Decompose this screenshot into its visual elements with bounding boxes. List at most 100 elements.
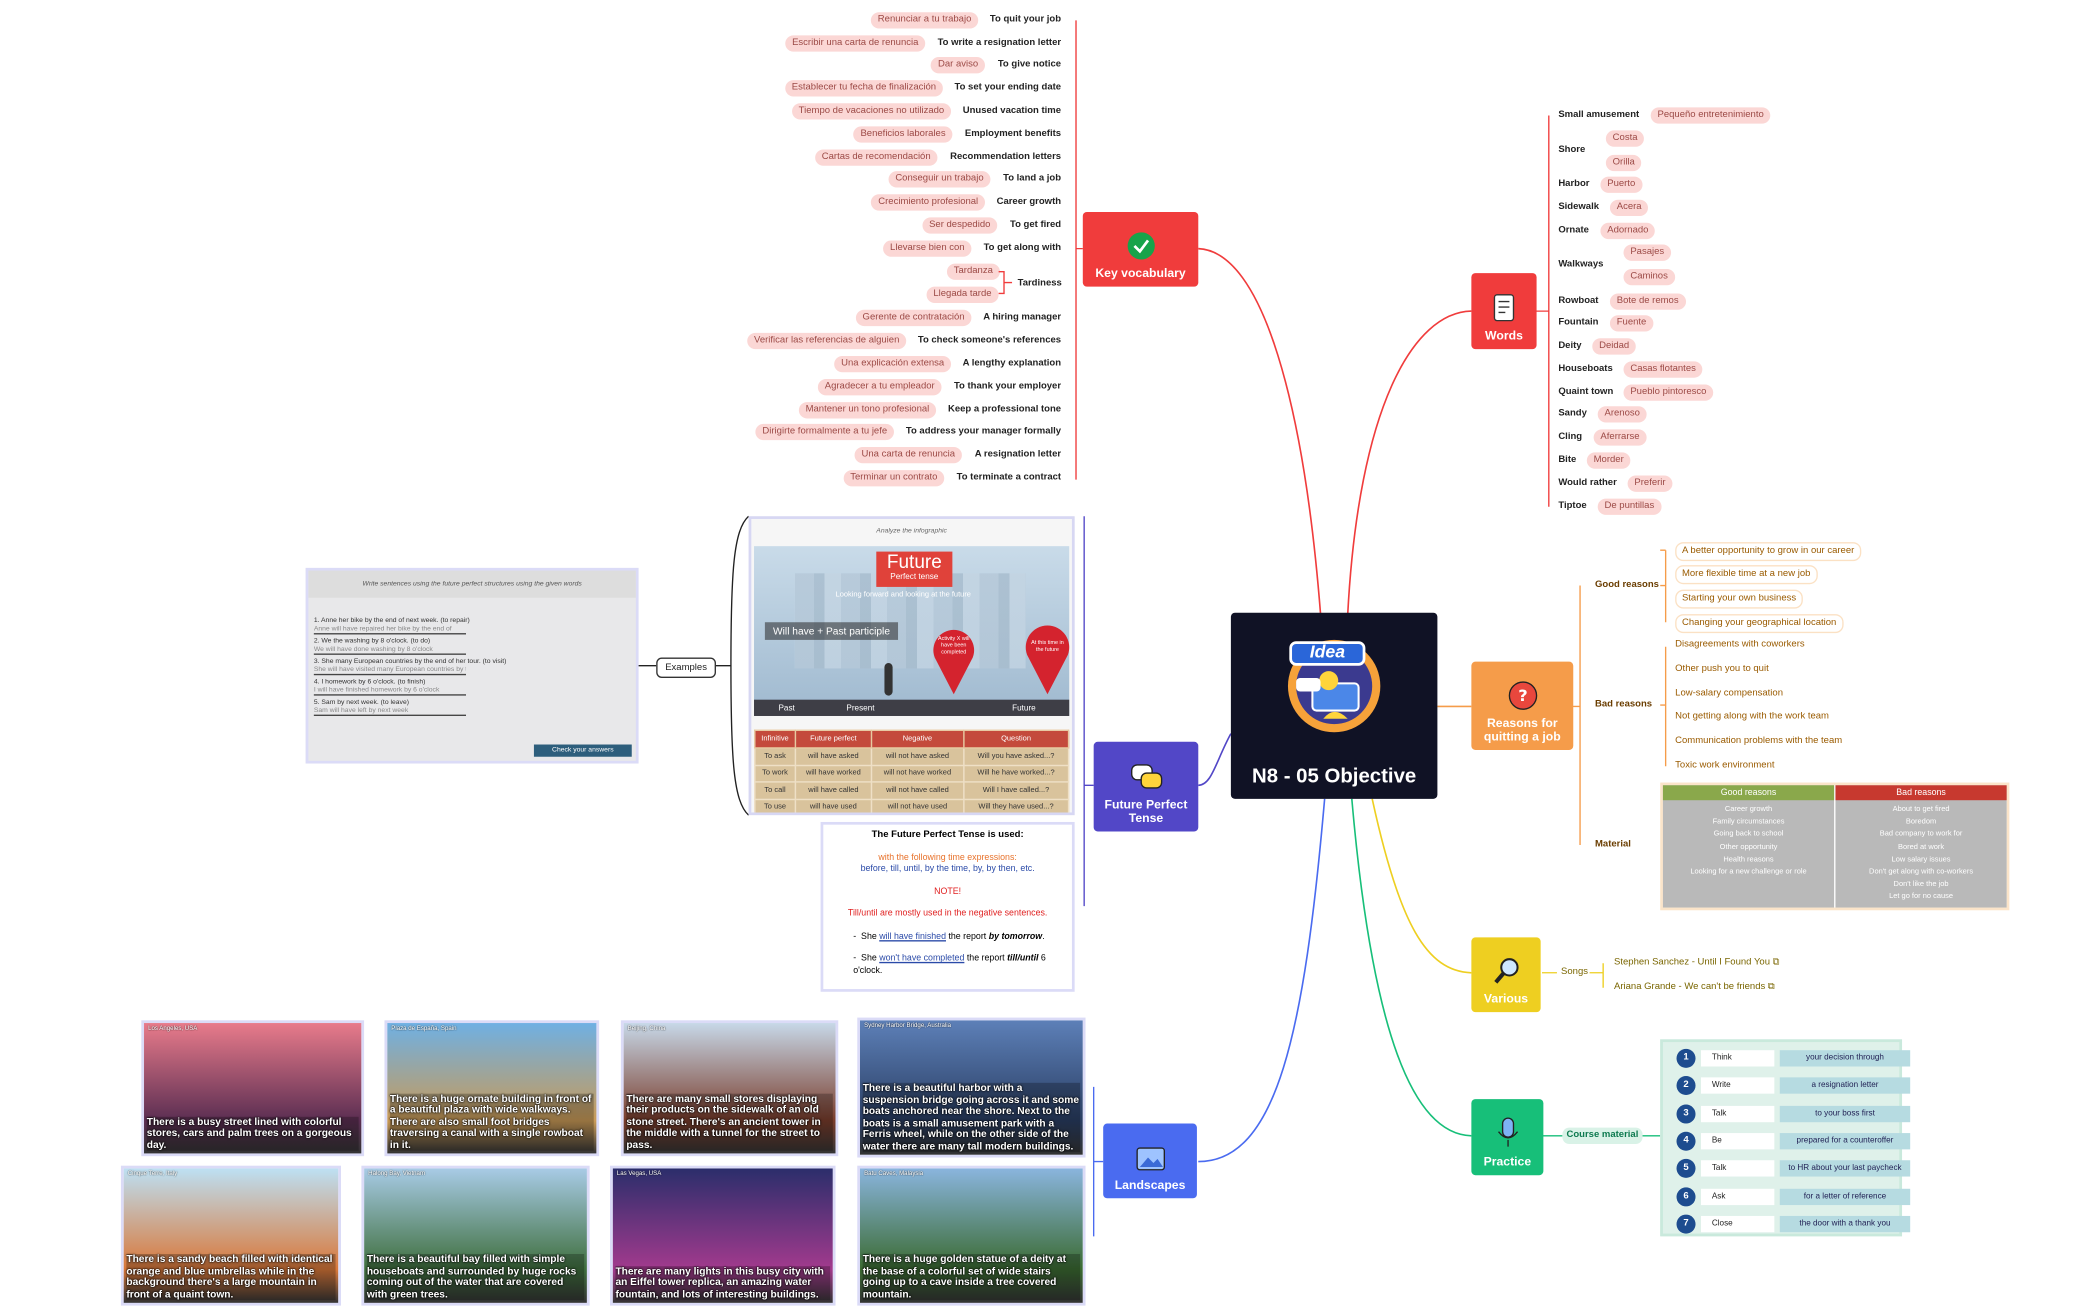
worksheet-answer-field[interactable]: Sam will have left by next week — [313, 706, 466, 716]
vocab-es-item[interactable]: Ser despedido — [922, 217, 998, 234]
vocab-en-item[interactable]: Employment benefits — [964, 129, 1062, 139]
external-link-icon[interactable]: ⧉ — [1772, 957, 1780, 968]
word-en-item[interactable]: Shore — [1558, 145, 1586, 155]
vocab-en-item[interactable]: Unused vacation time — [962, 105, 1062, 116]
vocab-en-item[interactable]: To thank your employer — [953, 381, 1062, 392]
vocab-es-item[interactable]: Gerente de contratación — [855, 309, 972, 327]
vocab-es-item[interactable]: Conseguir un trabajo — [888, 171, 991, 188]
word-es-item[interactable]: Fuente — [1609, 315, 1654, 332]
vocab-es-item[interactable]: Escribir una carta de renuncia — [785, 35, 926, 52]
word-en-item[interactable]: Small amusement — [1558, 110, 1640, 120]
songs-label[interactable]: Songs — [1561, 967, 1589, 977]
vocab-en-item[interactable]: A resignation letter — [974, 449, 1062, 460]
topic-future-perfect[interactable]: Future Perfect Tense — [1093, 741, 1199, 832]
word-es-item[interactable]: Bote de remos — [1609, 293, 1686, 310]
worksheet-answer-field[interactable]: She will have visited many European coun… — [313, 665, 466, 676]
good-reason-item[interactable]: Starting your own business — [1675, 589, 1803, 609]
vocab-en-item[interactable]: To address your manager formally — [905, 426, 1062, 437]
vocab-es-item[interactable]: Agradecer a tu empleador — [817, 379, 942, 396]
word-es-item[interactable]: Preferir — [1627, 475, 1673, 492]
worksheet-answer-field[interactable]: I will have finished homework by 6 o'clo… — [313, 686, 466, 696]
practice-phrase[interactable]: prepared for a counteroffer — [1779, 1132, 1911, 1150]
vocab-es-item[interactable]: Una explicación extensa — [834, 355, 952, 373]
vocab-en-item[interactable]: To set your ending date — [954, 82, 1062, 93]
vocab-en-tardiness[interactable]: Tardiness — [1017, 278, 1062, 289]
vocab-en-item[interactable]: To land a job — [1003, 173, 1062, 184]
practice-phrase[interactable]: a resignation letter — [1779, 1077, 1911, 1095]
vocab-es-item[interactable]: Crecimiento profesional — [871, 194, 985, 211]
word-es-item[interactable]: Orilla — [1605, 154, 1642, 172]
word-en-item[interactable]: Tiptoe — [1558, 501, 1587, 511]
word-es-item[interactable]: Pasajes — [1623, 244, 1671, 261]
vocab-es-item[interactable]: Beneficios laborales — [853, 126, 953, 143]
bad-reason-item[interactable]: Toxic work environment — [1675, 760, 1775, 771]
vocab-en-item[interactable]: A hiring manager — [983, 312, 1062, 322]
word-es-item[interactable]: Morder — [1586, 452, 1631, 469]
word-en-item[interactable]: Ornate — [1558, 225, 1589, 236]
word-en-item[interactable]: Bite — [1558, 455, 1577, 465]
bad-reason-item[interactable]: Disagreements with coworkers — [1675, 639, 1805, 650]
practice-phrase[interactable]: to HR about your last paycheck — [1779, 1160, 1911, 1177]
topic-key-vocabulary[interactable]: Key vocabulary — [1082, 211, 1199, 287]
word-es-item[interactable]: Pequeño entretenimiento — [1650, 107, 1771, 124]
word-es-item[interactable]: Caminos — [1623, 269, 1675, 286]
central-topic[interactable]: Idea N8 - 05 Objective — [1230, 612, 1438, 799]
topic-reasons-quitting[interactable]: ? Reasons for quitting a job — [1471, 661, 1574, 750]
word-es-item[interactable]: Puerto — [1600, 176, 1643, 193]
vocab-en-item[interactable]: To write a resignation letter — [937, 38, 1062, 48]
song-1[interactable]: Stephen Sanchez - Until I Found You ⧉ — [1609, 955, 1785, 971]
material-label[interactable]: Material — [1594, 839, 1631, 850]
worksheet-answer-field[interactable]: Anne will have repaired her bike by the … — [313, 625, 466, 635]
vocab-en-item[interactable]: To terminate a contract — [956, 472, 1062, 483]
examples-node[interactable]: Examples — [656, 657, 716, 678]
vocab-es-llegada-tarde[interactable]: Llegada tarde — [926, 286, 999, 303]
word-es-item[interactable]: Deidad — [1592, 338, 1637, 355]
word-es-item[interactable]: Adornado — [1600, 222, 1656, 240]
vocab-es-item[interactable]: Mantener un tono profesional — [798, 402, 937, 419]
word-en-item[interactable]: Cling — [1558, 432, 1583, 442]
practice-phrase[interactable]: to your boss first — [1779, 1105, 1911, 1122]
practice-verb[interactable]: Write — [1700, 1077, 1775, 1095]
practice-phrase[interactable]: your decision through — [1779, 1050, 1911, 1067]
external-link-icon[interactable]: ⧉ — [1767, 982, 1775, 992]
vocab-en-item[interactable]: A lengthy explanation — [962, 358, 1062, 369]
vocab-en-item[interactable]: To check someone's references — [917, 335, 1062, 346]
word-en-item[interactable]: Fountain — [1558, 317, 1599, 328]
word-es-item[interactable]: Arenoso — [1597, 406, 1647, 423]
word-es-item[interactable]: Pueblo pintoresco — [1623, 384, 1714, 401]
bad-reason-item[interactable]: Communication problems with the team — [1675, 736, 1843, 746]
good-reason-item[interactable]: A better opportunity to grow in our care… — [1675, 542, 1862, 562]
vocab-es-tardanza[interactable]: Tardanza — [946, 263, 1000, 280]
bad-reasons-label[interactable]: Bad reasons — [1594, 699, 1653, 710]
word-en-item[interactable]: Houseboats — [1558, 364, 1613, 374]
song-2[interactable]: Ariana Grande - We can't be friends ⧉ — [1609, 980, 1781, 996]
course-material-label[interactable]: Course material — [1562, 1127, 1643, 1144]
topic-various[interactable]: Various — [1471, 937, 1541, 1013]
word-en-item[interactable]: Deity — [1558, 341, 1582, 351]
vocab-es-item[interactable]: Llevarse bien con — [883, 240, 972, 257]
good-reasons-label[interactable]: Good reasons — [1594, 580, 1659, 590]
word-en-item[interactable]: Harbor — [1558, 179, 1590, 189]
worksheet-answer-field[interactable]: We will have done washing by 8 o'clock — [313, 645, 466, 655]
vocab-en-item[interactable]: To get fired — [1009, 220, 1062, 230]
practice-phrase[interactable]: the door with a thank you — [1779, 1215, 1911, 1232]
word-en-item[interactable]: Would rather — [1558, 478, 1617, 488]
vocab-en-item[interactable]: Recommendation letters — [950, 152, 1062, 162]
vocab-en-item[interactable]: To give notice — [997, 59, 1062, 70]
practice-verb[interactable]: Ask — [1700, 1188, 1775, 1205]
word-es-item[interactable]: Costa — [1605, 130, 1645, 147]
word-es-item[interactable]: De puntillas — [1597, 498, 1661, 515]
vocab-en-item[interactable]: To get along with — [983, 243, 1062, 253]
bad-reason-item[interactable]: Other push you to quit — [1675, 664, 1769, 674]
word-en-item[interactable]: Sidewalk — [1558, 202, 1600, 212]
vocab-en-item[interactable]: Keep a professional tone — [947, 404, 1062, 415]
vocab-es-item[interactable]: Terminar un contrato — [843, 470, 945, 487]
practice-verb[interactable]: Talk — [1700, 1105, 1775, 1122]
vocab-es-item[interactable]: Renunciar a tu trabajo — [871, 12, 979, 29]
bad-reason-item[interactable]: Low-salary compensation — [1675, 688, 1783, 699]
